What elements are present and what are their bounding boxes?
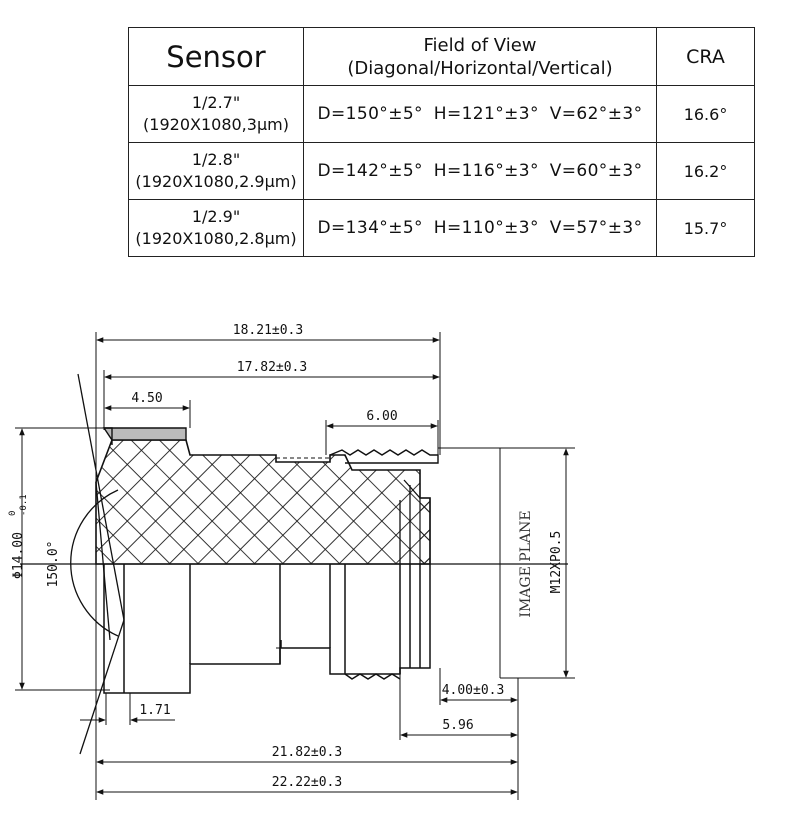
sensor-size: 1/2.8" <box>191 150 241 169</box>
cra-cell: 15.7° <box>656 199 755 257</box>
dim-overall-bottom: 21.82±0.3 <box>272 745 342 760</box>
lens-lower-outline <box>103 564 431 694</box>
sensor-size: 1/2.9" <box>191 207 241 226</box>
dim-thread-length: 6.00 <box>366 409 397 424</box>
dim-flange-back: 4.00±0.3 <box>442 683 505 698</box>
table-row: 1/2.7" (1920X1080,3µm) D=150°±5° H=121°±… <box>128 85 755 143</box>
dim-diameter: Φ14.00 <box>11 532 26 579</box>
dim-back-focal: 5.96 <box>442 718 473 733</box>
fov-rays <box>70 373 125 755</box>
table-row: 1/2.8" (1920X1080,2.9µm) D=142°±5° H=116… <box>128 142 755 200</box>
sensor-resolution: (1920X1080,3µm) <box>143 115 289 134</box>
sensor-resolution: (1920X1080,2.9µm) <box>135 172 297 191</box>
dim-diameter-tol-upper: 0 <box>8 511 18 516</box>
dim-diameter-group: Φ14.00 0 -0.1 <box>8 494 29 579</box>
cra-cell: 16.2° <box>656 142 755 200</box>
lens-body <box>95 427 439 649</box>
fov-cell: D=142°±5° H=116°±3° V=60°±3° <box>303 142 657 200</box>
table-header-row: Sensor Field of View (Diagonal/Horizonta… <box>128 27 755 86</box>
fov-cell: D=134°±5° H=110°±3° V=57°±3° <box>303 199 657 257</box>
dim-overall-top: 18.21±0.3 <box>233 323 303 338</box>
spec-table: Sensor Field of View (Diagonal/Horizonta… <box>128 27 755 257</box>
dim-second-top: 17.82±0.3 <box>237 360 307 375</box>
header-fov-title: Field of View <box>423 34 537 56</box>
table-row: 1/2.9" (1920X1080,2.8µm) D=134°±5° H=110… <box>128 199 755 257</box>
dim-front-offset: 1.71 <box>139 703 170 718</box>
dimension-lines <box>15 332 575 800</box>
sensor-cell: 1/2.9" (1920X1080,2.8µm) <box>128 199 304 257</box>
dim-total-bottom: 22.22±0.3 <box>272 775 342 790</box>
header-sensor: Sensor <box>128 27 304 86</box>
header-field-of-view: Field of View (Diagonal/Horizontal/Verti… <box>303 27 657 86</box>
fov-cell: D=150°±5° H=121°±3° V=62°±3° <box>303 85 657 143</box>
sensor-resolution: (1920X1080,2.8µm) <box>135 229 297 248</box>
sensor-cell: 1/2.7" (1920X1080,3µm) <box>128 85 304 143</box>
sensor-cell: 1/2.8" (1920X1080,2.9µm) <box>128 142 304 200</box>
dim-angle: 150.0° <box>46 541 61 588</box>
sensor-size: 1/2.7" <box>191 93 241 112</box>
cra-cell: 16.6° <box>656 85 755 143</box>
image-plane-label: IMAGE PLANE <box>518 510 534 617</box>
dim-diameter-tol-lower: -0.1 <box>19 494 29 516</box>
header-fov-subtitle: (Diagonal/Horizontal/Vertical) <box>347 57 613 79</box>
lens-drawing: 18.21±0.3 17.82±0.3 4.50 6.00 150.0° Φ14… <box>8 323 575 800</box>
header-cra: CRA <box>656 27 755 86</box>
dim-front-step: 4.50 <box>131 391 162 406</box>
thread-label: M12XP0.5 <box>549 531 564 594</box>
